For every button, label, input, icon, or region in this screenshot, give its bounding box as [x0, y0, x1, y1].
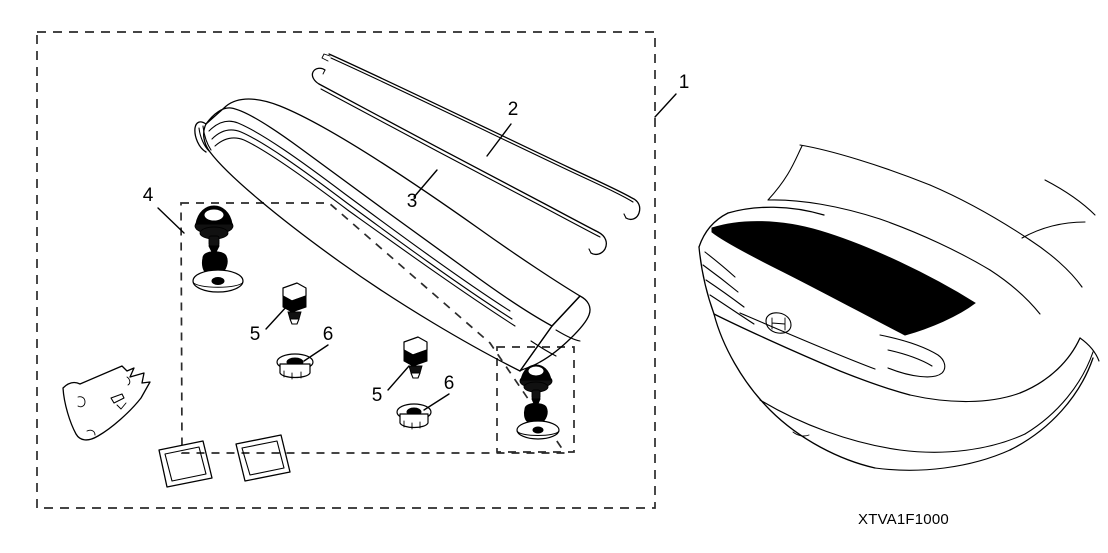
stud-clip-right	[403, 336, 428, 379]
leader-line-5b	[387, 365, 410, 391]
leader-line-4	[157, 207, 185, 234]
stud-clip-left	[282, 282, 307, 325]
callout-label-2: 2	[508, 99, 519, 120]
leader-line-5a	[265, 304, 289, 330]
callout-label-6a: 6	[323, 324, 334, 345]
callout-label-4: 4	[143, 185, 154, 206]
grommet-nut-right	[396, 403, 432, 430]
grommet-nut-left	[276, 353, 314, 380]
drawing-code-label: XTVA1F1000	[858, 511, 949, 528]
spoiler-body	[194, 98, 591, 372]
fastener-set-dashed-region	[180, 202, 567, 454]
trim-rod-lower	[311, 67, 607, 256]
callout-label-6b: 6	[444, 373, 455, 394]
adhesive-pad-2	[235, 434, 291, 482]
vehicle-illustration	[698, 144, 1100, 471]
adhesive-pad-1	[158, 440, 213, 488]
leader-line-3	[413, 169, 438, 198]
honda-h-emblem	[765, 312, 792, 334]
leader-line-6b	[423, 393, 450, 411]
callout-label-5a: 5	[250, 324, 261, 345]
callout-label-1: 1	[679, 72, 690, 93]
kit-boundary-dashed-rect	[36, 31, 656, 509]
fastener-stack-right	[516, 364, 560, 440]
fastener-stack-left	[192, 205, 244, 293]
installed-spoiler-shading	[711, 221, 976, 336]
callout-label-5b: 5	[372, 385, 383, 406]
leader-line-6a	[303, 344, 329, 362]
callout-label-3: 3	[407, 191, 418, 212]
leader-line-2	[486, 123, 512, 157]
trim-rod-upper	[321, 53, 641, 220]
leader-line-1	[654, 93, 677, 118]
alignment-template-bracket	[62, 365, 151, 441]
